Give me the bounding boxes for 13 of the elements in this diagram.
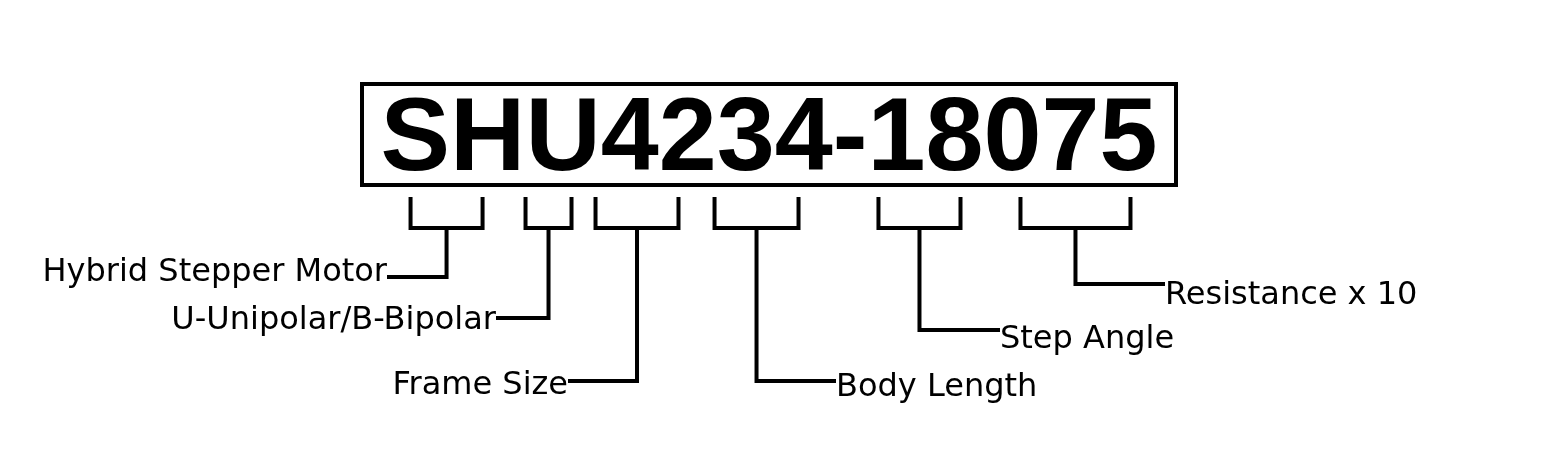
leader-line	[496, 228, 551, 320]
leader-label: U-Unipolar/B-Bipolar	[171, 298, 496, 338]
leader-label: Hybrid Stepper Motor	[42, 250, 387, 290]
leader-line	[917, 228, 1000, 332]
part-number: SHU4234-18075	[380, 87, 1158, 182]
leader-label: Body Length	[836, 365, 1038, 405]
leader-line	[1073, 228, 1165, 286]
leader-line	[754, 228, 836, 383]
leader-label: Frame Size	[392, 363, 568, 403]
leader-label: Step Angle	[1000, 317, 1175, 357]
leader-line	[568, 228, 639, 383]
leader-label: Resistance x 10	[1165, 273, 1418, 313]
leader-line	[387, 228, 449, 279]
